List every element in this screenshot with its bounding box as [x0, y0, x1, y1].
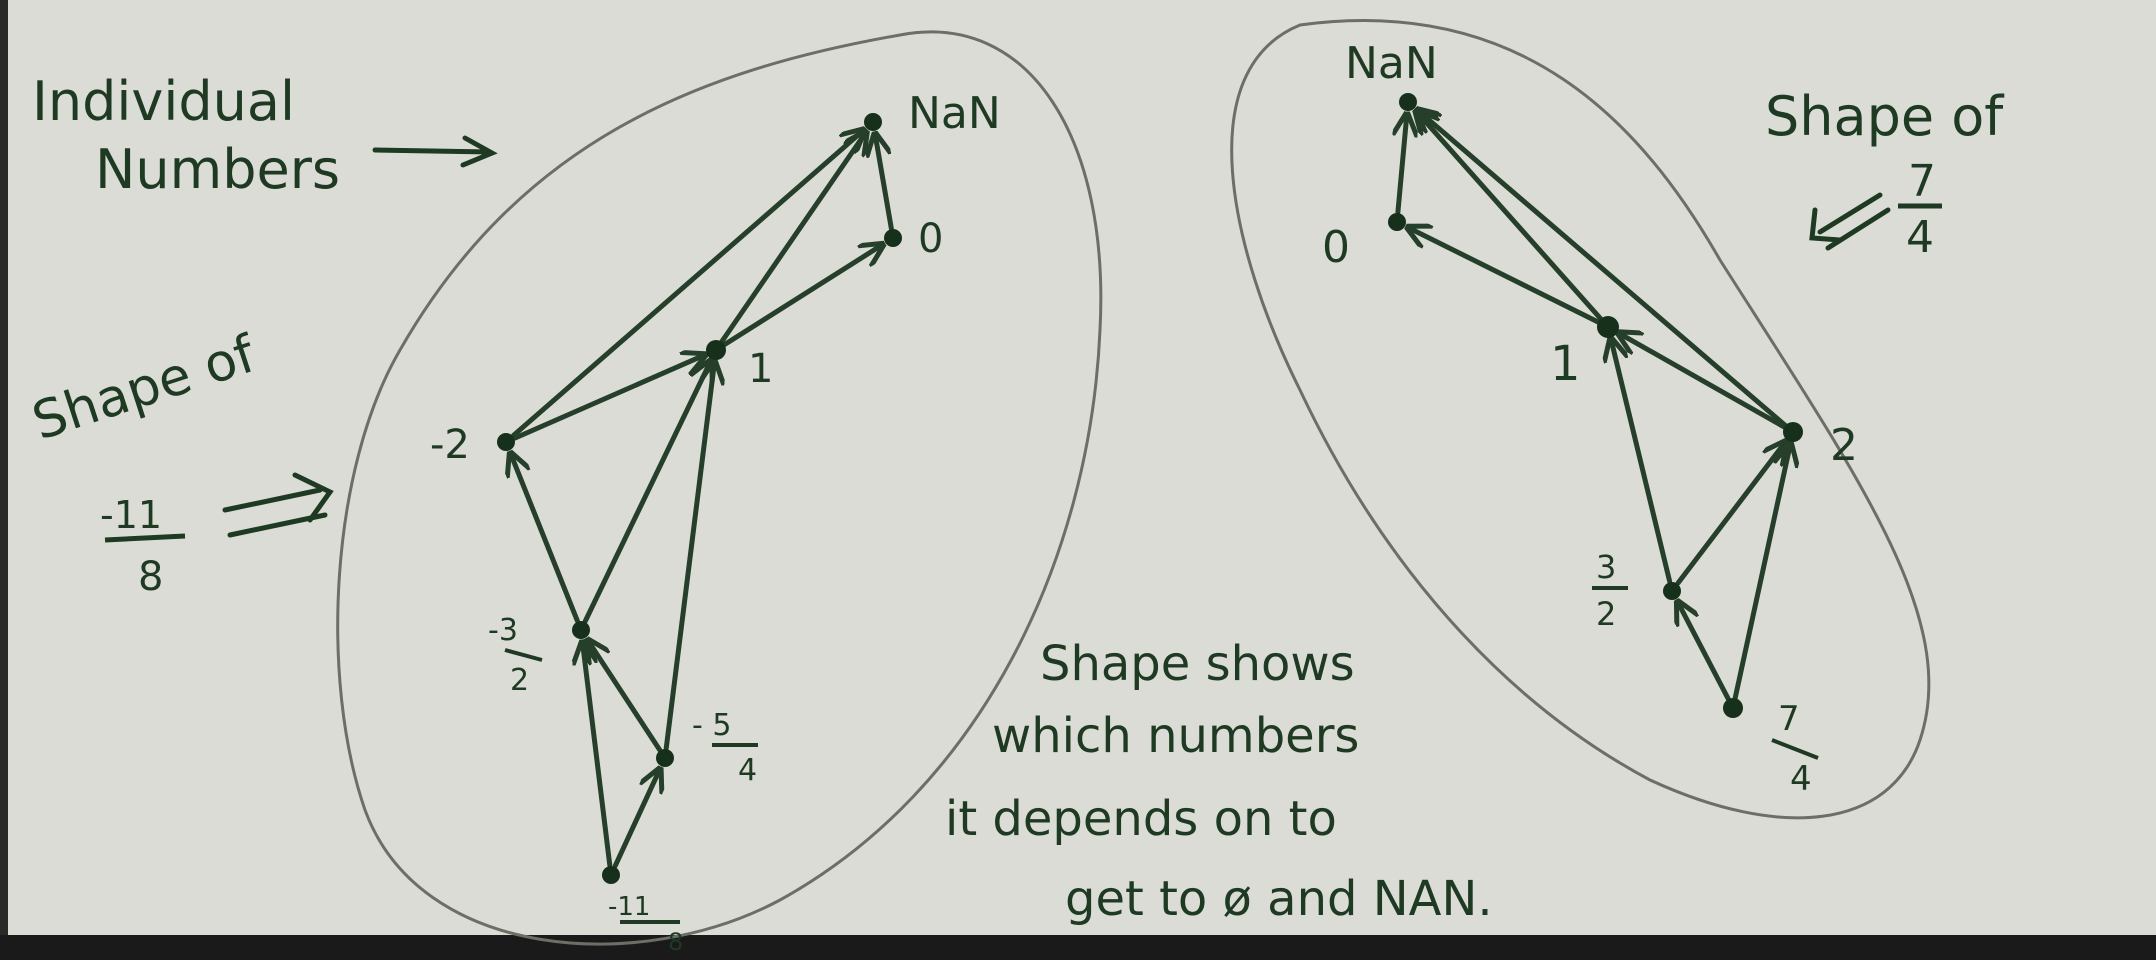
right-graph-edges — [1398, 110, 1791, 702]
left-edge-m118-to-m54 — [612, 769, 660, 869]
left-label-m32-num: -3 — [488, 613, 518, 648]
left-edge-m118-to-m32 — [582, 642, 613, 868]
left-label-m118-num: -11 — [608, 892, 650, 922]
left-edge-m2-to-one — [512, 355, 705, 441]
right-label-one: 1 — [1550, 336, 1581, 392]
paper-background — [8, 0, 2156, 950]
note-line-4: get to ø and NAN. — [1065, 871, 1493, 927]
left-label-nan: NaN — [908, 88, 1001, 139]
left-label-m32-den: 2 — [510, 663, 529, 698]
note-line-2: which numbers — [992, 708, 1359, 764]
left-label-m54-num: - 5 — [692, 708, 731, 743]
left-label-m54-den: 4 — [738, 753, 757, 788]
right-edge-p32-to-two — [1675, 442, 1786, 586]
left-edge-m54-to-one — [663, 362, 714, 751]
left-edge-one-to-nan — [719, 132, 867, 345]
left-node-m54 — [656, 749, 674, 767]
left-node-m118 — [602, 866, 620, 884]
right-edge-p32-to-one — [1611, 339, 1673, 584]
left-graph-edges — [510, 130, 894, 869]
left-graph-nodes — [497, 113, 902, 884]
right-enclosure — [1230, 19, 1931, 820]
left-node-m32 — [572, 621, 590, 639]
left-node-m2 — [497, 433, 515, 451]
left-frac-den: 8 — [138, 554, 163, 600]
right-label-p74-den: 4 — [1790, 759, 1812, 799]
right-label-p74-bar — [1771, 738, 1819, 760]
right-frac-num: 7 — [1908, 156, 1936, 207]
right-edge-zero-to-nan — [1398, 114, 1407, 215]
right-node-zero — [1388, 213, 1406, 231]
left-edge-m32-to-m2 — [510, 453, 580, 624]
individual-numbers-line1: Individual — [32, 70, 295, 133]
left-node-one — [706, 340, 726, 360]
double-arrow-right-icon — [222, 472, 334, 538]
note-line-3: it depends on to — [945, 791, 1337, 847]
right-node-nan — [1399, 93, 1417, 111]
arrow-right-icon — [372, 135, 498, 168]
left-frac-bar — [104, 533, 186, 543]
right-label-p74-num: 7 — [1778, 699, 1800, 739]
right-graph-nodes — [1388, 93, 1803, 718]
right-edge-p74-to-two — [1732, 444, 1790, 701]
left-edge-zero-to-nan — [875, 134, 894, 231]
right-label-nan: NaN — [1345, 38, 1438, 89]
left-frac-num: -11 — [100, 493, 162, 537]
right-label-zero: 0 — [1322, 222, 1350, 273]
left-edge-m32-to-one — [582, 361, 710, 624]
right-edge-p74-to-p32 — [1678, 602, 1731, 702]
right-edge-two-to-nan — [1417, 110, 1788, 428]
left-label-m118-den: 8 — [668, 928, 683, 956]
left-label-m32-bar — [504, 648, 543, 662]
left-label-m2: -2 — [430, 422, 470, 468]
individual-numbers-line2: Numbers — [95, 138, 340, 201]
right-node-one — [1597, 316, 1619, 338]
right-edge-one-to-nan — [1416, 111, 1604, 323]
left-edge-one-to-zero — [721, 244, 882, 348]
right-edge-two-to-one — [1618, 333, 1787, 430]
right-node-p32 — [1663, 582, 1681, 600]
left-label-one: 1 — [748, 346, 773, 392]
left-edge-m2-to-nan — [511, 130, 864, 438]
right-node-two — [1783, 422, 1803, 442]
right-edge-one-to-zero — [1408, 227, 1602, 326]
right-label-p32-den: 2 — [1596, 595, 1616, 633]
left-edge-m54-to-m32 — [588, 640, 663, 753]
right-label-p32-num: 3 — [1596, 548, 1616, 586]
shape-of-right-label: Shape of — [1765, 85, 2005, 148]
right-node-p74 — [1723, 698, 1743, 718]
left-node-nan — [864, 113, 882, 131]
left-enclosure — [336, 30, 1103, 946]
table-edge — [0, 935, 2156, 960]
left-label-zero: 0 — [918, 216, 943, 262]
left-node-zero — [884, 229, 902, 247]
right-frac-den: 4 — [1906, 212, 1934, 263]
note-line-1: Shape shows — [1040, 636, 1355, 692]
double-arrow-left-icon — [1809, 192, 1891, 251]
right-label-two: 2 — [1830, 420, 1858, 471]
